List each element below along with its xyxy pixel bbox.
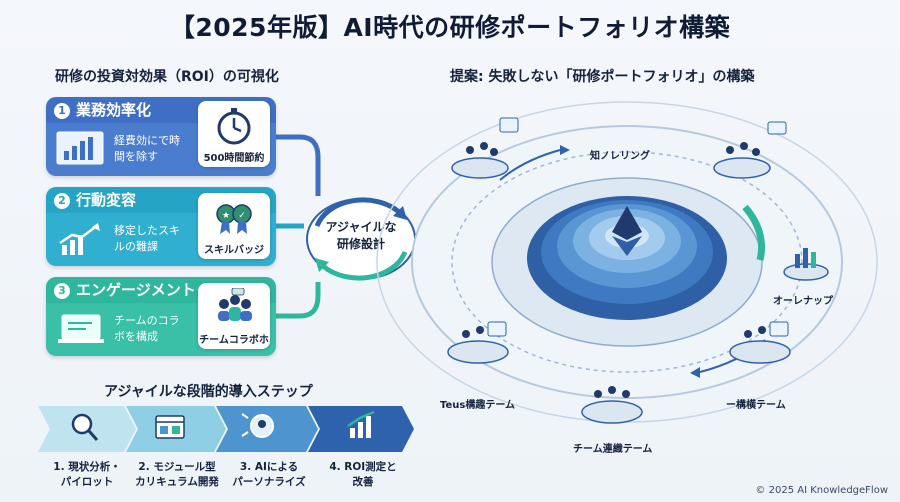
center-label-line1: アジャイルな bbox=[325, 220, 397, 234]
stopwatch-icon bbox=[217, 108, 251, 145]
ring-label-bottom: チーム連織テーム bbox=[573, 444, 653, 455]
team-node-right bbox=[783, 248, 829, 281]
roi-section-title: 研修の投資対効果（ROI）の可視化 bbox=[55, 69, 279, 85]
card-description: チームのコラボを構成 bbox=[114, 314, 180, 343]
svg-text:★: ★ bbox=[222, 211, 230, 221]
team-node-bottom-left bbox=[447, 321, 509, 364]
copyright: © 2025 AI KnowledgeFlow bbox=[755, 485, 888, 496]
step-4-label: 4. ROI測定と 改善 bbox=[308, 460, 418, 490]
portfolio-section-title: 提案: 失敗しない「研修ポートフォリオ」の構築 bbox=[450, 69, 755, 85]
ring-label-right: オーレナップ bbox=[773, 296, 833, 307]
ring-label-bottom-left: Teus構趣テーム bbox=[440, 400, 516, 411]
card-title: 業務効率化 bbox=[76, 101, 152, 119]
center-label: アジャイルな 研修設計 bbox=[316, 219, 406, 253]
bar-chart-icon bbox=[347, 410, 375, 438]
cycle-arrows-icon bbox=[306, 197, 416, 281]
team-node-top-right bbox=[713, 121, 787, 179]
card-description: 移定したスキルの難課 bbox=[114, 224, 180, 253]
steps-section-title: アジャイルな段階的導入ステップ bbox=[104, 384, 313, 400]
ring-label-bottom-right: ー構横テーム bbox=[726, 400, 786, 411]
team-node-bottom bbox=[581, 386, 643, 424]
svg-text:✓: ✓ bbox=[238, 211, 246, 221]
step-2-label: 2. モジュール型 カリキュラム開発 bbox=[122, 460, 232, 490]
step-4-line1: 4. ROI測定と bbox=[329, 461, 397, 473]
step-1-line2: パイロット bbox=[60, 476, 114, 488]
card-number: 1 bbox=[54, 103, 70, 119]
module-window-icon bbox=[155, 415, 185, 439]
roi-card-behavior: 2 行動変容 移定したスキルの難課 ★ ✓ スキルバッジ bbox=[46, 187, 276, 266]
step-2-line2: カリキュラム開発 bbox=[135, 476, 219, 488]
badge-team: チームコラボホ bbox=[198, 283, 270, 349]
dashboard-icon bbox=[56, 131, 104, 165]
step-1-line1: 1. 現状分析・ bbox=[53, 461, 121, 473]
card-title: エンゲージメント bbox=[76, 281, 196, 299]
badge-efficiency: 500時間節約 bbox=[198, 101, 270, 167]
step-1-label: 1. 現状分析・ パイロット bbox=[32, 460, 142, 490]
center-label-line2: 研修設計 bbox=[336, 237, 385, 251]
card-description: 経費効にで時間を除す bbox=[114, 134, 180, 163]
magnifier-icon bbox=[71, 413, 99, 441]
page-title: 【2025年版】AI時代の研修ポートフォリオ構築 bbox=[169, 13, 731, 42]
step-3-line2: パーソナライズ bbox=[232, 476, 306, 488]
roi-card-engagement: 3 エンゲージメント チームのコラボを構成 チームコラボホ bbox=[46, 277, 276, 356]
badge-skill: ★ ✓ スキルバッジ bbox=[198, 193, 270, 259]
team-node-top-left bbox=[451, 117, 519, 179]
card-number: 3 bbox=[54, 283, 70, 299]
award-badge-icon: ★ ✓ bbox=[216, 204, 252, 234]
rising-chart-icon bbox=[59, 223, 100, 255]
roi-card-efficiency: 1 業務効率化 経費効にで時間を除す 500時間節約 bbox=[46, 97, 276, 176]
ring-label-top: 知ノレリング bbox=[590, 151, 650, 162]
step-2-line1: 2. モジュール型 bbox=[138, 461, 216, 473]
badge-label: 500時間節約 bbox=[203, 153, 265, 164]
card-title: 行動変容 bbox=[76, 191, 137, 209]
badge-label: スキルバッジ bbox=[204, 245, 264, 256]
laptop-icon bbox=[58, 314, 104, 343]
team-node-bottom-right bbox=[729, 321, 791, 364]
team-icon bbox=[218, 288, 252, 321]
step-3-line1: 3. AIによる bbox=[239, 461, 299, 473]
step-3-label: 3. AIによる パーソナライズ bbox=[214, 460, 324, 490]
badge-label: チームコラボホ bbox=[199, 335, 269, 346]
step-4-line2: 改善 bbox=[352, 476, 374, 488]
ai-head-icon bbox=[241, 413, 274, 438]
ethereum-crystal-icon bbox=[612, 206, 642, 256]
card-number: 2 bbox=[54, 193, 70, 209]
